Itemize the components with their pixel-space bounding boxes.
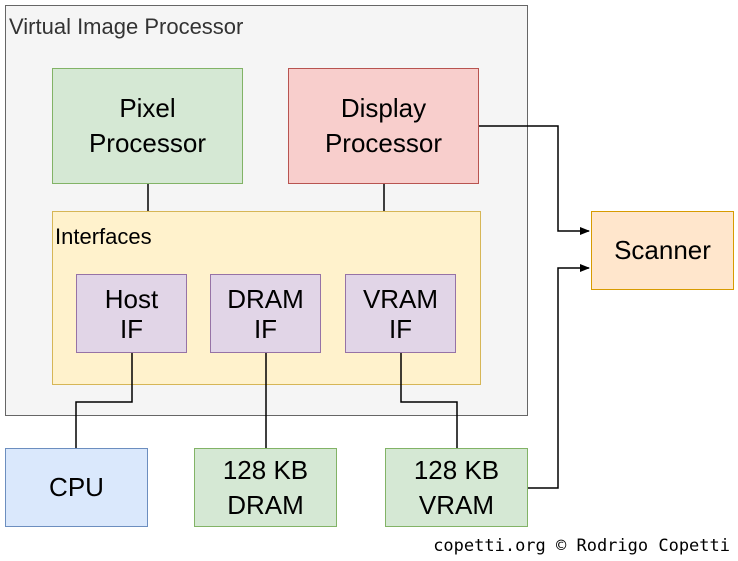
host-if-label-line2: IF xyxy=(119,313,144,344)
dram-block: 128 KB DRAM xyxy=(194,448,337,527)
host-if-to-cpu-line xyxy=(75,353,133,448)
vram-if-to-vram-line xyxy=(400,353,458,448)
host-if-label-line1: Host xyxy=(104,283,159,314)
pixel-processor-label-line1: Pixel xyxy=(119,93,176,123)
scanner-label: Scanner xyxy=(614,235,711,265)
host-if-block: Host IF xyxy=(76,274,187,353)
dram-if-label-line1: DRAM xyxy=(227,283,304,314)
vram-label-line2: VRAM xyxy=(418,489,495,520)
dram-label-line1: 128 KB xyxy=(222,454,309,485)
display-to-scanner-arrow xyxy=(479,125,590,235)
vram-block: 128 KB VRAM xyxy=(385,448,528,527)
scanner-block: Scanner xyxy=(591,211,734,290)
vram-if-block: VRAM IF xyxy=(345,274,456,353)
virtual-image-processor-title: Virtual Image Processor xyxy=(9,14,244,39)
display-processor-block: Display Processor xyxy=(288,68,479,184)
dram-if-block: DRAM IF xyxy=(210,274,321,353)
credit-text: copetti.org © Rodrigo Copetti xyxy=(433,536,730,556)
pixel-processor-block: Pixel Processor xyxy=(52,68,243,184)
cpu-block: CPU xyxy=(5,448,148,527)
vram-if-label-line2: IF xyxy=(388,313,413,344)
vram-label-line1: 128 KB xyxy=(413,454,500,485)
display-processor-label-line2: Processor xyxy=(324,128,443,158)
dram-label-line2: DRAM xyxy=(227,489,304,520)
dram-if-label-line2: IF xyxy=(253,313,278,344)
display-processor-label-line1: Display xyxy=(340,93,427,123)
vram-to-scanner-arrow xyxy=(528,264,590,489)
cpu-label: CPU xyxy=(49,472,104,502)
pixel-processor-label-line2: Processor xyxy=(88,128,207,158)
interfaces-title: Interfaces xyxy=(55,224,152,249)
vram-if-label-line1: VRAM xyxy=(362,283,439,314)
